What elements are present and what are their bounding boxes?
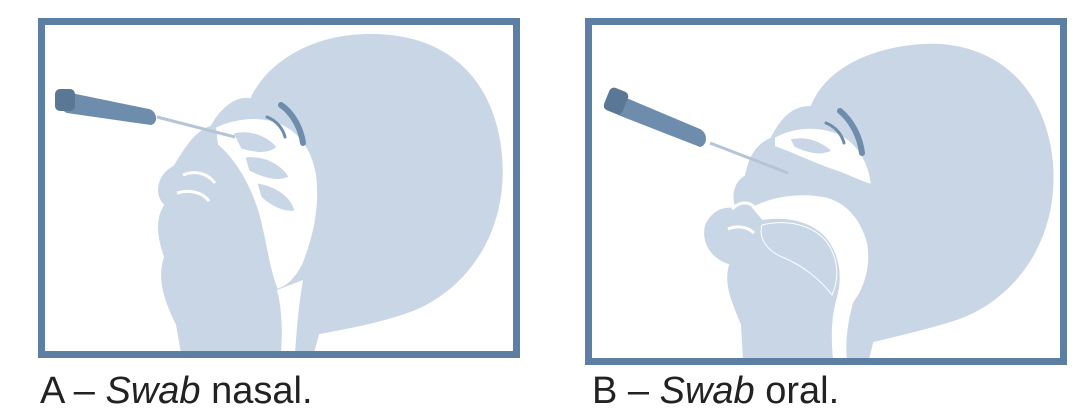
head-silhouette xyxy=(157,33,504,351)
nasal-swab-illustration xyxy=(45,25,513,351)
oral-swab-panel xyxy=(585,18,1067,365)
swab-handle xyxy=(614,96,706,147)
caption-rest: nasal. xyxy=(201,370,313,412)
nasal-swab-panel xyxy=(38,18,520,358)
oral-swab-illustration xyxy=(592,25,1060,358)
caption-rest: oral. xyxy=(755,370,839,412)
caption-letter: B xyxy=(592,370,617,412)
caption-b: B – Swab oral. xyxy=(592,368,839,414)
caption-term: Swab xyxy=(106,370,201,412)
caption-dash: – xyxy=(63,370,105,412)
swab-handle xyxy=(62,93,156,125)
head-silhouette xyxy=(703,43,1054,358)
caption-letter: A xyxy=(40,370,63,412)
caption-dash: – xyxy=(617,370,659,412)
caption-term: Swab xyxy=(660,370,755,412)
caption-a: A – Swab nasal. xyxy=(40,368,313,414)
swab-handle-tip xyxy=(55,89,75,111)
